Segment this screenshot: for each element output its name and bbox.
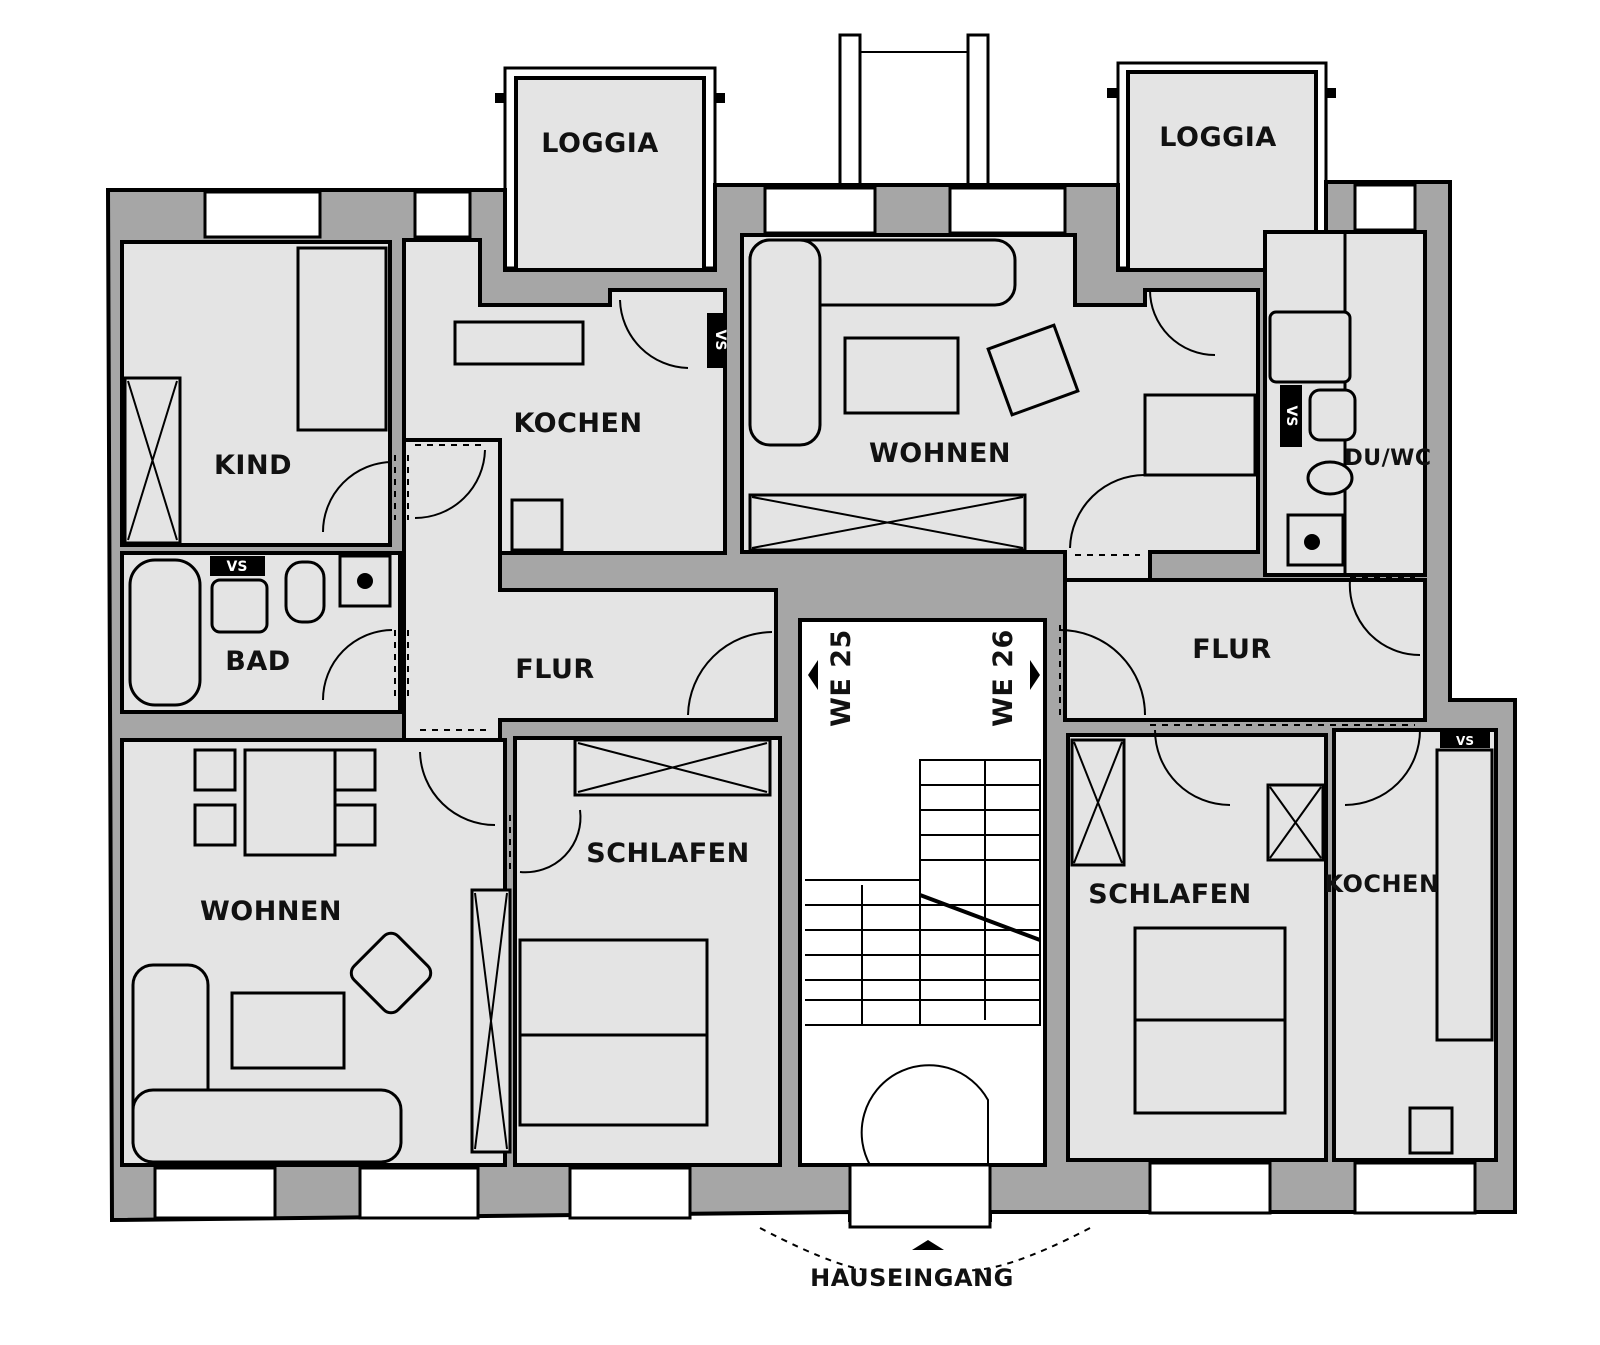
label-we26: WE 26 [988,629,1019,727]
vs-mark: VS [227,559,248,575]
door-openings [394,444,1415,870]
label-wohnen-left: WOHNEN [200,896,342,927]
stairwell [798,618,1047,1167]
label-du-wc: DU/WC [1344,446,1431,471]
label-flur-left: FLUR [515,654,594,685]
label-bad: BAD [225,646,290,677]
entrance-arc [759,1227,1091,1272]
vs-mark: VS [1283,406,1299,427]
doors [322,289,1421,874]
label-schlafen-left: SCHLAFEN [586,838,749,869]
label-kochen-right: KOCHEN [1324,870,1439,898]
staircase [805,759,1041,1166]
vs-mark: VS [1456,734,1474,748]
balcony-frame [838,33,990,192]
furniture [123,238,1494,1164]
label-kind: KIND [214,450,292,481]
label-we25: WE 25 [826,629,857,727]
label-flur-right: FLUR [1192,634,1271,665]
windows [153,183,1477,1229]
label-kochen-left: KOCHEN [513,408,642,439]
label-loggia-left: LOGGIA [541,128,658,159]
room-flur-right [1063,578,1427,722]
loggia-left [495,66,725,275]
label-wohnen-top: WOHNEN [869,438,1011,469]
entrance-arrow-icon [912,1240,944,1250]
we26-arrow-icon [1030,660,1040,690]
label-schlafen-right: SCHLAFEN [1088,879,1251,910]
vs-marks: VS VS VS VS [210,313,1490,748]
vs-mark: VS [712,330,728,351]
label-hauseingang: HAUSEINGANG [810,1264,1014,1292]
we25-arrow-icon [808,660,818,690]
label-loggia-right: LOGGIA [1159,122,1276,153]
